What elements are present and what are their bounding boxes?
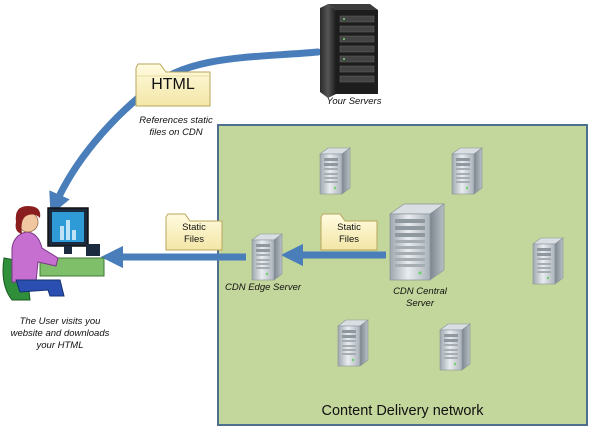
user-caption-line3: your HTML [36, 340, 84, 351]
user-at-computer-icon [2, 206, 105, 301]
static-files-left-label: Static Files [166, 222, 222, 246]
tower-server-icon [439, 323, 471, 371]
user-caption-line1: The User visits you [19, 316, 101, 327]
cdn-central-line2: Server [406, 298, 434, 309]
static-files-left-line2: Files [183, 234, 205, 245]
edge-server-icon [251, 233, 283, 281]
static-files-right-label: Static Files [321, 222, 377, 246]
static-files-left-line1: Static [182, 222, 206, 233]
static-folder-left-icon [165, 213, 223, 251]
tower-server-icon [451, 147, 483, 195]
references-caption-line2: files on CDN [149, 127, 203, 138]
static-folder-right-icon [320, 213, 378, 251]
your-servers-label: Your Servers [326, 96, 382, 107]
cdn-central-line1: CDN Central [393, 286, 447, 297]
cdn-network-title: Content Delivery network [321, 403, 484, 419]
cdn-edge-server-label: CDN Edge Server [224, 282, 302, 293]
cdn-central-server-label: CDN Central Server [380, 286, 460, 310]
html-folder-icon [135, 63, 211, 107]
references-caption: References static files on CDN [128, 115, 224, 139]
rack-server-icon [320, 4, 378, 98]
user-caption-line2: website and downloads [10, 328, 110, 339]
tower-server-icon [532, 237, 564, 285]
tower-server-icon [337, 319, 369, 367]
user-caption: The User visits you website and download… [0, 316, 120, 352]
static-files-right-line2: Files [338, 234, 360, 245]
html-folder-label: HTML [151, 76, 195, 93]
central-server-icon [388, 203, 446, 281]
tower-server-icon [319, 147, 351, 195]
references-caption-line1: References static [139, 115, 213, 126]
static-files-right-line1: Static [337, 222, 361, 233]
